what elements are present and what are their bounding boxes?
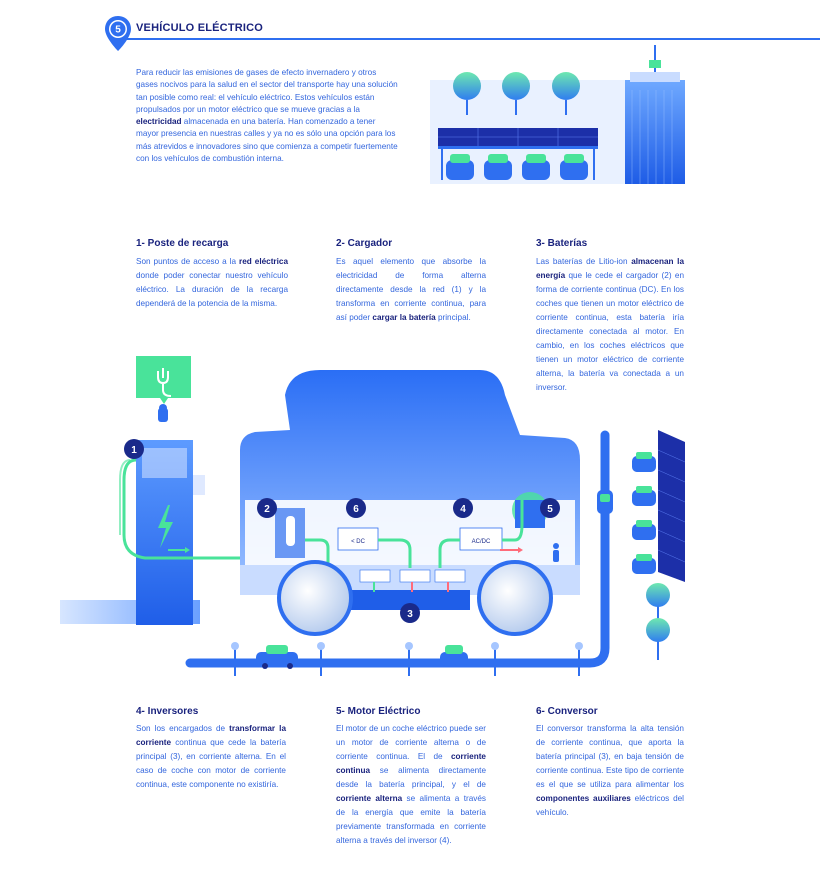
section-text-bold: transformar la corriente: [136, 724, 286, 747]
section-text-bold: cargar la batería: [372, 313, 436, 322]
car-icon: [632, 554, 656, 574]
intro-bold: electricidad: [136, 117, 182, 127]
section-text-run: se alimenta directamente desde la baterí…: [336, 766, 486, 789]
building: [625, 45, 685, 184]
svg-text:1: 1: [131, 445, 137, 456]
car-icon: [440, 645, 468, 666]
section-text-run: Son los encargados de: [136, 724, 230, 733]
car-icon: [522, 154, 550, 180]
charging-station-illustration: [420, 40, 820, 190]
converter-label: < DC: [351, 539, 366, 545]
svg-text:6: 6: [353, 504, 359, 515]
badge-5: 5: [540, 498, 560, 518]
tree-icon: [502, 72, 530, 115]
svg-text:2: 2: [264, 504, 270, 515]
badge-4: 4: [453, 498, 473, 518]
section-text-bold: red eléctrica: [239, 257, 289, 266]
section-text-run: continua que cede la batería principal (…: [136, 738, 286, 789]
tree-icon: [552, 72, 580, 115]
section-text-5: El motor de un coche eléctrico puede ser…: [336, 722, 486, 848]
page-title: VEHÍCULO ELÉCTRICO: [136, 22, 264, 34]
section-text-run: Son puntos de acceso a la: [136, 257, 240, 266]
section-title-6: 6- Conversor: [536, 706, 598, 717]
section-text-run: eléctricos del vehículo.: [536, 794, 685, 817]
inverter-label: AC/DC: [472, 539, 491, 545]
tree-icon: [453, 72, 481, 115]
section-text-run: Es aquel elemento que absorbe la electri…: [336, 257, 486, 322]
badge-3: 3: [400, 603, 420, 623]
section-text-bold: corriente continua: [336, 752, 486, 775]
location-pin-icon: 5: [105, 16, 131, 51]
section-text-4: Son los encargados de transformar la cor…: [136, 722, 286, 792]
car-icon: [632, 452, 656, 472]
section-text-bold: componentes auxiliares: [536, 794, 631, 803]
car-icon: [632, 520, 656, 540]
tree-icon: [646, 618, 670, 660]
inverter-module: AC/DC: [459, 527, 503, 551]
section-text-bold: almacenan la energía: [536, 257, 684, 280]
car-icon: [597, 490, 613, 514]
badge-1: 1: [124, 439, 144, 459]
badge-2: 2: [257, 498, 277, 518]
section-text-run: donde poder conectar nuestro vehículo el…: [136, 271, 288, 308]
tree-icon: [646, 583, 670, 620]
section-text-run: El motor de un coche eléctrico puede ser…: [336, 724, 486, 761]
intro-text-1: Para reducir las emisiones de gases de e…: [136, 68, 398, 114]
svg-text:3: 3: [407, 609, 413, 620]
converter-module: < DC: [337, 527, 379, 551]
svg-text:4: 4: [460, 504, 466, 515]
charging-post: [119, 356, 290, 625]
badge-6: 6: [346, 498, 366, 518]
section-title-2: 2- Cargador: [336, 238, 393, 249]
section-text-run: Las baterías de Litio-ion: [536, 257, 632, 266]
car-icon: [632, 486, 656, 506]
solar-canopy: [438, 128, 598, 180]
section-text-1: Son puntos de acceso a la red eléctrica …: [136, 255, 288, 311]
car-body: < DC AC/DC: [240, 370, 580, 636]
electric-car-diagram: < DC AC/DC 1 2 3 4 5 6: [60, 356, 686, 676]
section-title-1: 1- Poste de recarga: [136, 238, 229, 249]
car-icon: [484, 154, 512, 180]
section-text-3: Las baterías de Litio-ion almacenan la e…: [536, 255, 684, 395]
section-text-2: Es aquel elemento que absorbe la electri…: [336, 255, 486, 325]
intro-text-2: almacenada en una batería. Han comenzado…: [136, 117, 398, 164]
intro-paragraph: Para reducir las emisiones de gases de e…: [136, 67, 398, 165]
section-number: 5: [115, 25, 121, 36]
solar-panel-wall: [657, 430, 686, 582]
section-text-6: El conversor transforma la alta tensión …: [536, 722, 684, 820]
header-rule: [120, 38, 820, 40]
section-text-run: El conversor transforma la alta tensión …: [536, 724, 684, 789]
section-text-run: que le cede el cargador (2) en forma de …: [536, 271, 684, 392]
car-icon: [560, 154, 588, 180]
section-title-4: 4- Inversores: [136, 706, 199, 717]
car-icon: [256, 645, 298, 669]
svg-text:5: 5: [547, 504, 553, 515]
section-text-bold: corriente alterna: [336, 794, 403, 803]
section-text-run: se alimenta a través de la energía que e…: [336, 794, 486, 845]
section-text-run: principal.: [435, 313, 471, 322]
section-title-5: 5- Motor Eléctrico: [336, 706, 421, 717]
car-icon: [446, 154, 474, 180]
section-title-3: 3- Baterías: [536, 238, 588, 249]
